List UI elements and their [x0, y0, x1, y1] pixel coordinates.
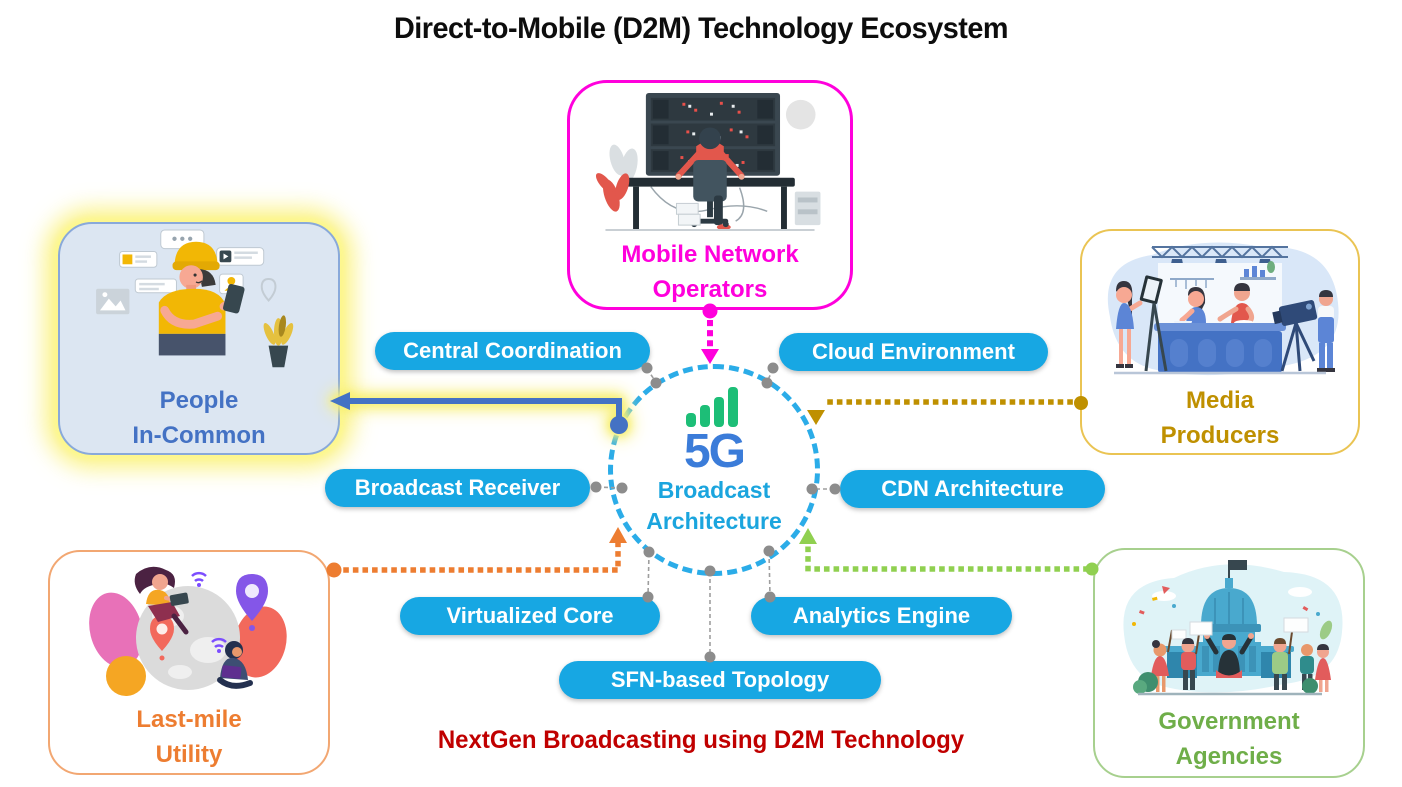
pill-central-coordination: Central Coordination [375, 332, 650, 370]
label-line: Mobile Network [621, 241, 799, 268]
pill-label: Central Coordination [403, 338, 622, 363]
pill-broadcast-receiver: Broadcast Receiver [325, 469, 590, 507]
label-line: Operators [652, 276, 768, 303]
pill-label: Broadcast Receiver [354, 475, 561, 500]
hub-label-line1: Broadcast [657, 477, 771, 503]
node-label-government-agencies: Government Agencies [1158, 704, 1299, 774]
node-media-producers: Media Producers [1080, 229, 1360, 455]
node-label-mobile-network-operators: Mobile Network Operators [621, 237, 798, 307]
hub-label-line2: Architecture [646, 508, 782, 534]
government-agencies-illustration [1123, 560, 1343, 696]
laptop-icon [169, 592, 189, 606]
node-label-media-producers: Media Producers [1161, 383, 1280, 453]
people-in-common-illustration [96, 229, 294, 368]
connector-lastmile-to-hub [326, 527, 627, 578]
connector-gov-to-hub [799, 528, 1099, 576]
label-line: In-Common [132, 422, 266, 449]
media-producers-illustration [1107, 242, 1339, 376]
signal-bars-icon [686, 387, 738, 427]
node-label-last-mile-utility: Last-mile Utility [136, 702, 241, 772]
label-line: Government [1158, 708, 1300, 735]
wifi-icon [191, 571, 207, 583]
label-line: Media [1185, 387, 1254, 414]
pill-label: Analytics Engine [792, 603, 971, 628]
network-operator-illustration [595, 92, 821, 232]
label-line: People [159, 387, 239, 414]
pill-label: Cloud Environment [812, 339, 1015, 364]
pill-label: CDN Architecture [881, 476, 1064, 501]
pill-virtualized-core: Virtualized Core [400, 597, 660, 635]
node-last-mile-utility: Last-mile Utility [48, 550, 330, 775]
studio-light-icon [1139, 275, 1163, 305]
connector-hub-to-people [330, 392, 628, 434]
pill-analytics-engine: Analytics Engine [751, 597, 1012, 635]
connector-media-to-hub [807, 396, 1088, 425]
node-people-in-common: People In-Common [58, 222, 340, 455]
hub-5g-broadcast-architecture: 5G Broadcast Architecture [608, 364, 820, 576]
label-line: Last-mile [136, 706, 242, 733]
pill-label: SFN-based Topology [610, 667, 830, 692]
pill-cdn-architecture: CDN Architecture [840, 470, 1105, 508]
5g-logo: 5G [683, 425, 746, 478]
connector-mno-to-hub [701, 303, 719, 364]
label-line: Agencies [1175, 743, 1283, 770]
confetti-icons [1132, 586, 1320, 626]
flag-icon [1229, 560, 1247, 570]
last-mile-utility-illustration [89, 566, 287, 696]
footer-note: NextGen Broadcasting using D2M Technolog… [437, 726, 965, 754]
pill-sfn-based-topology: SFN-based Topology [559, 661, 881, 699]
wifi-icon [211, 637, 227, 649]
location-pin-icon [260, 277, 277, 303]
node-label-people-in-common: People In-Common [132, 383, 265, 453]
page-title: Direct-to-Mobile (D2M) Technology Ecosys… [393, 12, 1009, 45]
node-mobile-network-operators: Mobile Network Operators [567, 80, 853, 310]
label-line: Utility [155, 741, 223, 768]
node-government-agencies: Government Agencies [1093, 548, 1365, 778]
pill-label: Virtualized Core [446, 603, 614, 628]
label-line: Producers [1160, 422, 1280, 449]
red-plant-icon [595, 173, 630, 212]
smartphone-icon [223, 283, 245, 314]
tv-camera-icon [1272, 300, 1318, 326]
pill-cloud-environment: Cloud Environment [779, 333, 1048, 371]
laptop-icon [221, 665, 242, 679]
